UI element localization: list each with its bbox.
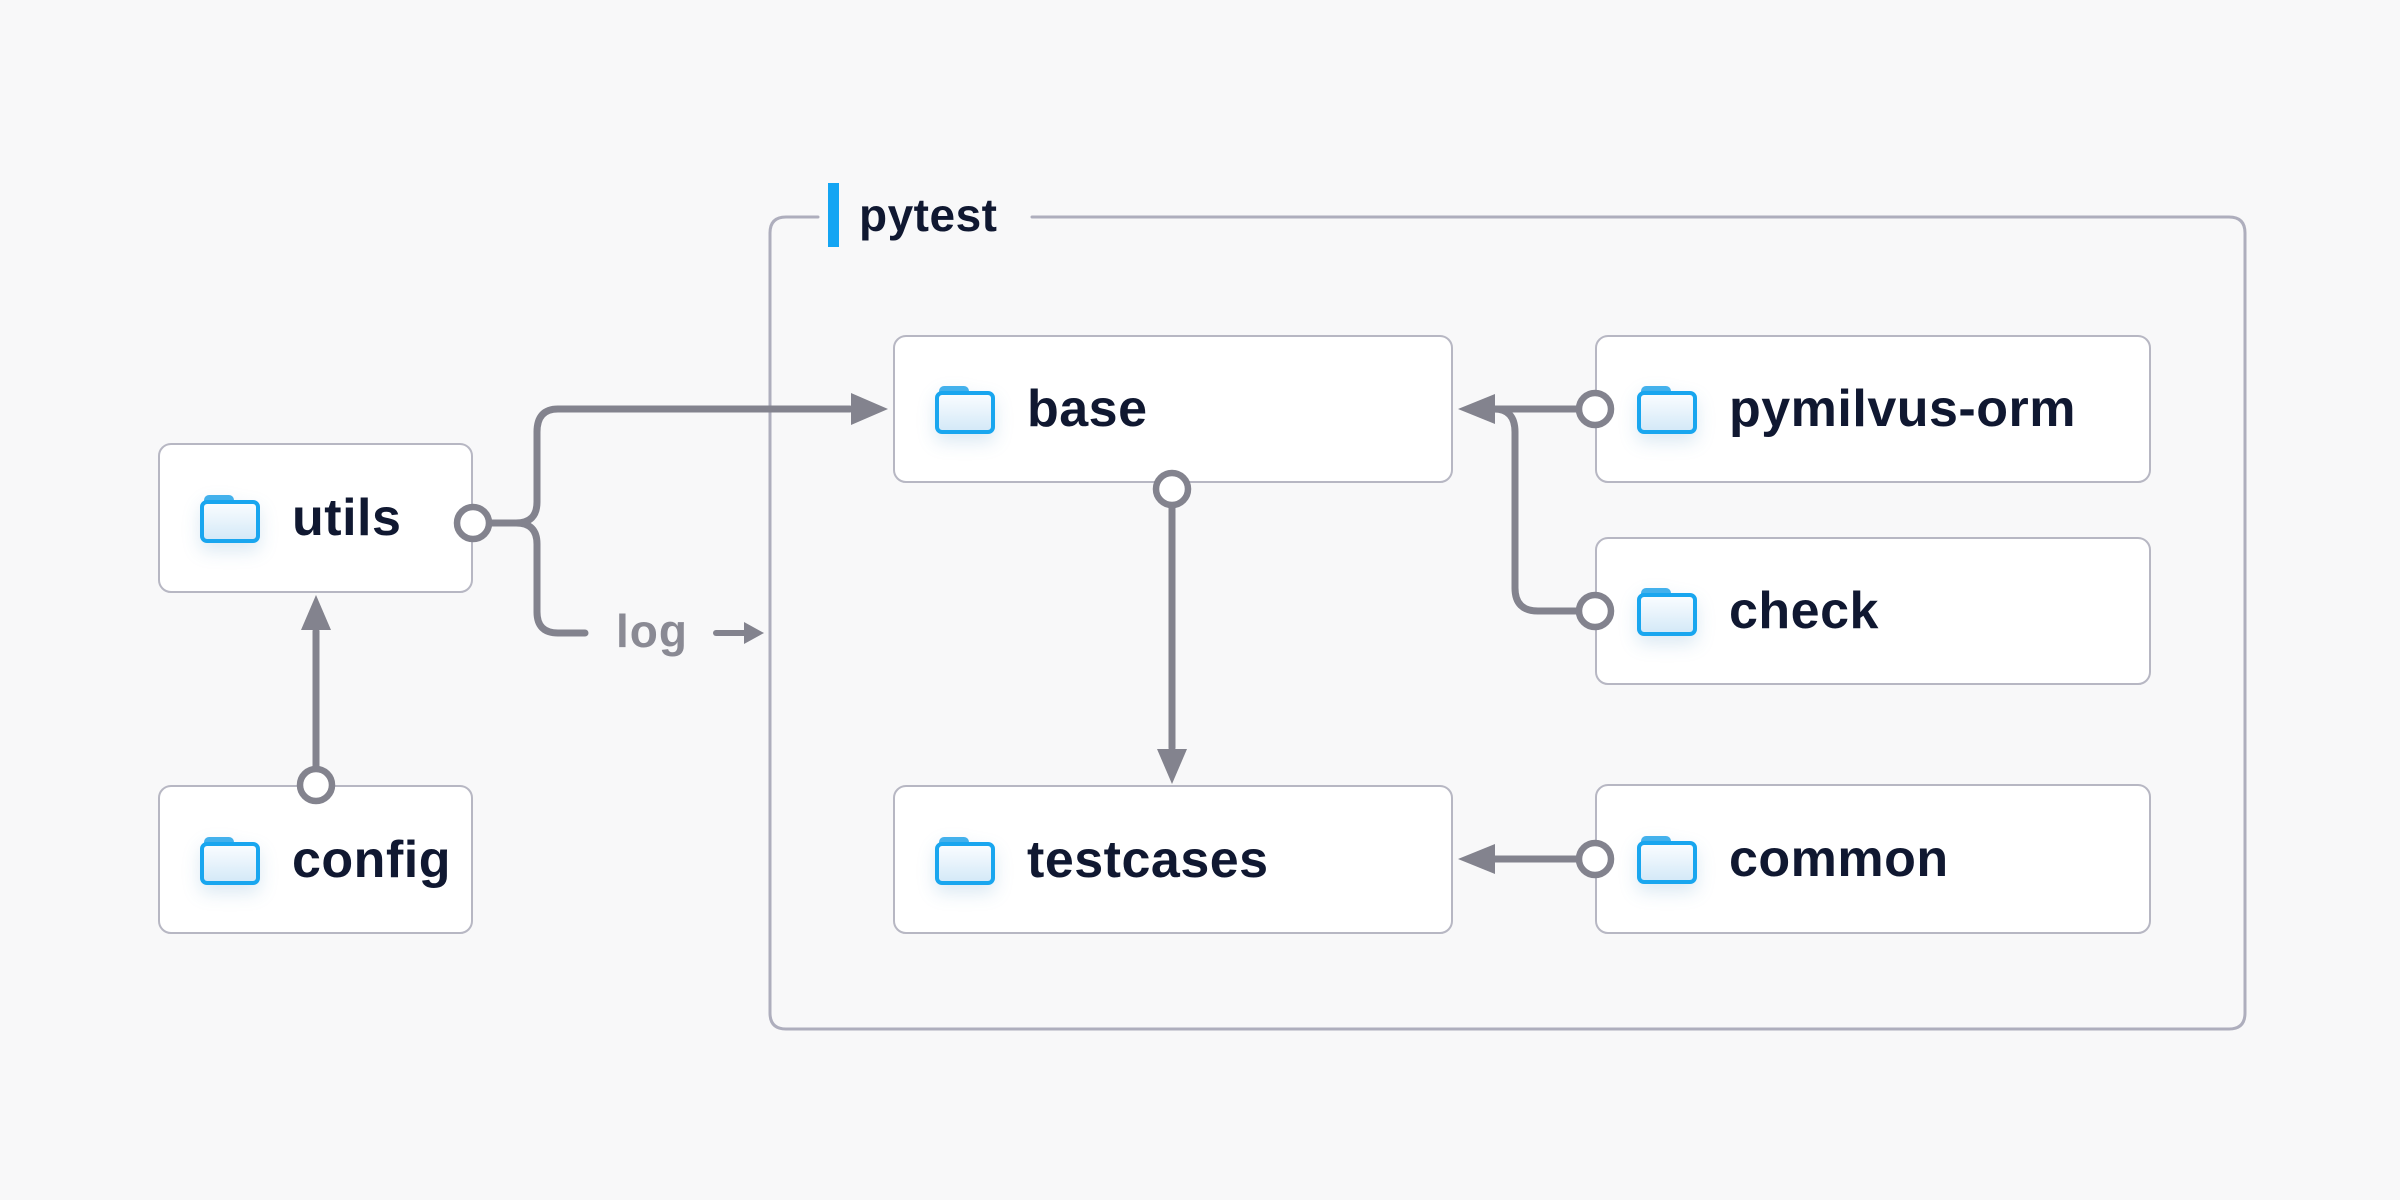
arrowhead-common-testcases — [1458, 844, 1495, 874]
folder-icon — [1637, 588, 1697, 636]
node-label: check — [1729, 582, 1879, 640]
node-label: testcases — [1027, 830, 1269, 889]
node-label: config — [292, 830, 451, 889]
node-label: common — [1729, 830, 1949, 888]
edge-check-base — [1490, 405, 1585, 615]
accent-bar — [828, 183, 839, 247]
arrowhead-config-utils — [301, 595, 331, 630]
edge-label-log: log — [616, 605, 688, 657]
node-label: pymilvus-orm — [1729, 380, 2076, 438]
node-common[interactable]: common — [1595, 784, 2151, 934]
pytest-group-label-text: pytest — [859, 189, 998, 241]
node-label: utils — [292, 489, 402, 547]
node-utils[interactable]: utils — [158, 443, 473, 593]
node-check[interactable]: check — [1595, 537, 2151, 685]
arrowhead-log — [744, 622, 764, 644]
folder-icon — [935, 836, 995, 885]
node-base[interactable]: base — [893, 335, 1453, 483]
arrowhead-into-base — [1458, 394, 1495, 424]
folder-icon — [1637, 386, 1697, 434]
node-label: base — [1027, 380, 1148, 438]
pytest-group-label: pytest — [828, 183, 997, 247]
arrowhead-utils-base — [851, 393, 888, 425]
node-config[interactable]: config — [158, 785, 473, 934]
folder-icon — [200, 495, 260, 543]
node-pymilvus-orm[interactable]: pymilvus-orm — [1595, 335, 2151, 483]
folder-icon — [200, 836, 260, 885]
arrowhead-base-testcases — [1157, 749, 1187, 784]
folder-icon — [935, 386, 995, 434]
node-testcases[interactable]: testcases — [893, 785, 1453, 934]
folder-icon — [1637, 836, 1697, 884]
edge-utils-base — [512, 405, 854, 527]
edge-utils-log — [512, 519, 589, 637]
